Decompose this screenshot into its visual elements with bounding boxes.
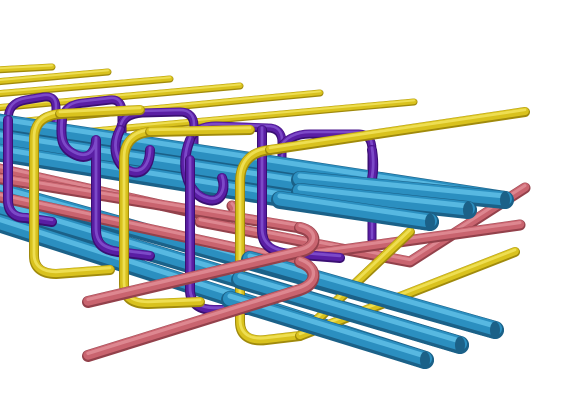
pink-hook-front-2 (82, 256, 320, 362)
blue-bar-end-cap-5 (455, 336, 465, 354)
blue-bar-end-cap-6 (420, 351, 430, 369)
blue-bar-front-3 (271, 191, 439, 231)
yellow-stirrup-5 (145, 125, 255, 137)
yellow-top-bar-3 (0, 75, 174, 98)
blue-bar-front-2 (291, 183, 477, 219)
purple-stirrup-front-3 (110, 125, 155, 178)
yellow-stirrups (29, 105, 530, 346)
yellow-stirrup-4 (235, 145, 415, 346)
purple-stirrup-front-2 (56, 115, 155, 261)
pink-bar-4 (194, 182, 531, 268)
blue-bar-end-cap-1 (500, 191, 510, 209)
blue-bar-end-cap-3 (425, 213, 435, 231)
pink-hook-front-1 (82, 222, 320, 308)
blue-bar-end-cap-4 (490, 321, 500, 339)
blue-bar-front-1 (291, 171, 514, 209)
yellow-stirrup-1 (29, 109, 115, 279)
blue-bar-end-cap-2 (463, 201, 473, 219)
purple-stirrup-back-1 (3, 92, 61, 145)
yellow-top-bar-1 (0, 63, 56, 74)
yellow-stirrup-3 (55, 105, 145, 119)
purple-stirrup-back-3 (115, 107, 199, 175)
blue-bar-front-5 (231, 271, 469, 354)
purple-stirrup-front-1 (3, 115, 57, 227)
yellow-stirrup-6 (265, 107, 530, 155)
blue-bar-front-4 (241, 251, 504, 339)
yellow-top-bar-2 (0, 68, 112, 86)
yellow-stirrup-7 (295, 247, 520, 341)
yellow-stirrup-2 (119, 127, 205, 309)
blue-longitudinal-front (221, 171, 514, 369)
pink-hooked-bars-front (82, 222, 320, 362)
